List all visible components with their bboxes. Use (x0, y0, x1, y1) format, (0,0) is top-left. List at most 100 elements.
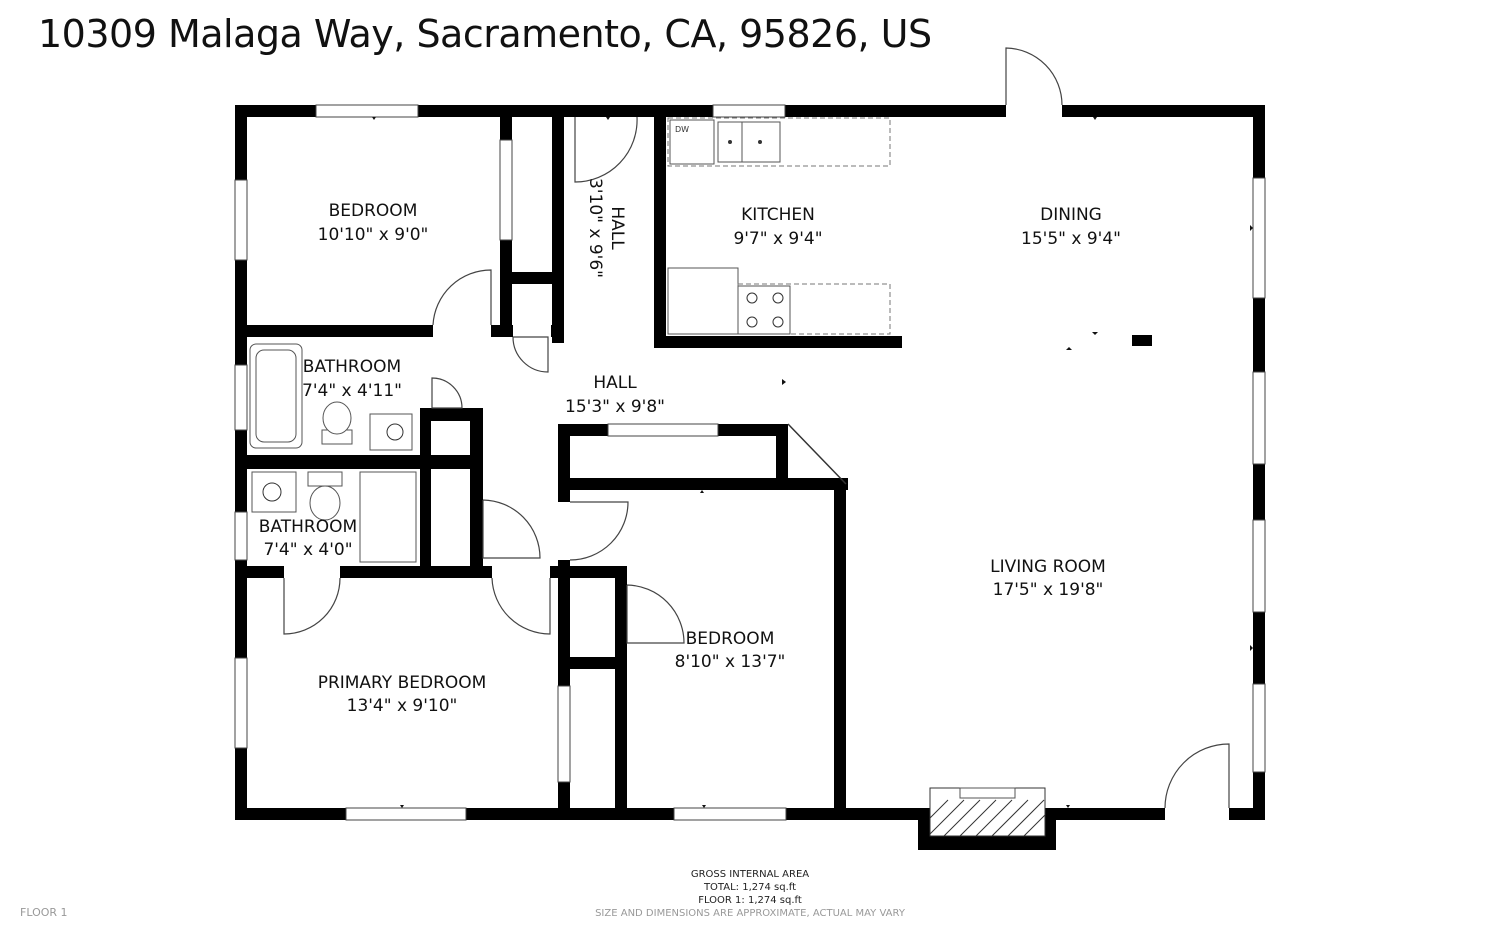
room-dims-bedroom-2: 8'10" x 13'7" (675, 652, 786, 672)
kitchen-sink (717, 121, 781, 163)
window (234, 657, 248, 749)
room-dims-bedroom-1: 10'10" x 9'0" (318, 225, 429, 245)
marker (1066, 805, 1070, 808)
window (1252, 371, 1266, 465)
window (1252, 683, 1266, 773)
door-primary (491, 577, 551, 635)
window (234, 364, 248, 431)
window (1252, 519, 1266, 613)
kitchen-counter (667, 117, 891, 167)
burner (746, 316, 758, 328)
door-primary-closet (283, 577, 341, 635)
door-opening (513, 324, 551, 338)
area-summary: GROSS INTERNAL AREA TOTAL: 1,274 sq.ft F… (595, 869, 906, 919)
marker (606, 117, 610, 120)
sink-drain (386, 423, 404, 441)
room-name-hall-small: HALL (607, 206, 627, 250)
door-bath1 (431, 377, 463, 409)
window (234, 179, 248, 261)
room-name-dining: DINING (1040, 205, 1102, 225)
burner (746, 292, 758, 304)
dishwasher-label: DW (675, 125, 689, 134)
wall-closet2-right (615, 566, 627, 820)
room-dims-hall-main: 15'3" x 9'8" (565, 397, 665, 417)
room-name-living-room: LIVING ROOM (990, 557, 1106, 577)
marker (702, 805, 706, 808)
room-name-primary-bedroom: PRIMARY BEDROOM (318, 673, 487, 693)
drain (728, 140, 732, 144)
door-closet2 (626, 584, 685, 644)
sink-drain (262, 482, 282, 502)
room-dims-kitchen: 9'7" x 9'4" (733, 229, 822, 249)
marker (1092, 332, 1098, 335)
room-labels: BEDROOM 10'10" x 9'0" HALL 3'10" x 9'6" … (259, 178, 1121, 716)
room-dims-bathroom-1: 7'4" x 4'11" (302, 381, 402, 401)
bath2-sink (251, 471, 297, 513)
shower (359, 471, 417, 563)
wall-bedroom2-right (834, 478, 846, 820)
wall-linen-right (470, 408, 483, 568)
window (712, 104, 786, 118)
door-entry (1005, 47, 1063, 106)
burner (772, 292, 784, 304)
wall-closet-mid (500, 272, 564, 284)
markers (372, 117, 1253, 808)
wall-closet2-mid (558, 657, 627, 669)
door-closet (512, 336, 549, 373)
address-title: 10309 Malaga Way, Sacramento, CA, 95826,… (38, 12, 932, 56)
window (315, 104, 419, 118)
marker (1250, 645, 1253, 651)
wall-diagonal (787, 423, 847, 485)
burner (772, 316, 784, 328)
wall-kitchen-left (654, 105, 666, 348)
room-dims-bathroom-2: 7'4" x 4'0" (263, 540, 352, 560)
window (234, 511, 248, 561)
door-opening (433, 324, 491, 338)
fridge (667, 267, 739, 335)
fixtures: DW (249, 117, 1046, 837)
stove (737, 285, 791, 335)
total-area: TOTAL: 1,274 sq.ft (703, 882, 796, 893)
room-dims-hall-small: 3'10" x 9'6" (585, 178, 605, 278)
window (345, 807, 467, 821)
toilet (309, 485, 341, 521)
fireplace-hatch (929, 799, 1046, 837)
floor-label: FLOOR 1 (20, 906, 68, 919)
disclaimer: SIZE AND DIMENSIONS ARE APPROXIMATE, ACT… (595, 908, 906, 919)
room-dims-dining: 15'5" x 9'4" (1021, 229, 1121, 249)
window (1252, 177, 1266, 299)
door-opening (1165, 807, 1229, 821)
toilet-tank (307, 471, 343, 487)
wall-bath1-bottom (235, 455, 483, 469)
toilet (322, 401, 352, 435)
marker (400, 805, 404, 808)
marker (782, 379, 786, 385)
door-opening (492, 565, 550, 579)
door-linen (482, 499, 541, 559)
room-name-kitchen: KITCHEN (741, 205, 815, 225)
room-name-bedroom-2: BEDROOM (686, 629, 775, 649)
room-dims-living-room: 17'5" x 19'8" (993, 580, 1104, 600)
room-dims-primary-bedroom: 13'4" x 9'10" (347, 696, 458, 716)
wall-linen-left (420, 408, 431, 568)
floor-area: FLOOR 1: 1,274 sq.ft (698, 895, 802, 906)
room-name-hall-main: HALL (593, 373, 637, 393)
wall-closet3-bottom (558, 478, 848, 490)
marker (1093, 117, 1097, 120)
room-name-bathroom-2: BATHROOM (259, 517, 357, 537)
gross-area-label: GROSS INTERNAL AREA (691, 869, 809, 880)
bath1-sink (369, 413, 413, 451)
door-opening (1006, 104, 1062, 118)
window (673, 807, 787, 821)
window (607, 423, 719, 437)
room-name-bedroom-1: BEDROOM (329, 201, 418, 221)
wall-closet-right (552, 105, 564, 343)
door-bedroom2 (569, 501, 629, 561)
closet-slider (557, 685, 571, 783)
wall-kitchen-bottom (654, 336, 902, 348)
marker (1066, 347, 1072, 350)
wall-linen-top (420, 408, 483, 421)
door-living (1164, 743, 1230, 809)
marker (372, 117, 376, 120)
